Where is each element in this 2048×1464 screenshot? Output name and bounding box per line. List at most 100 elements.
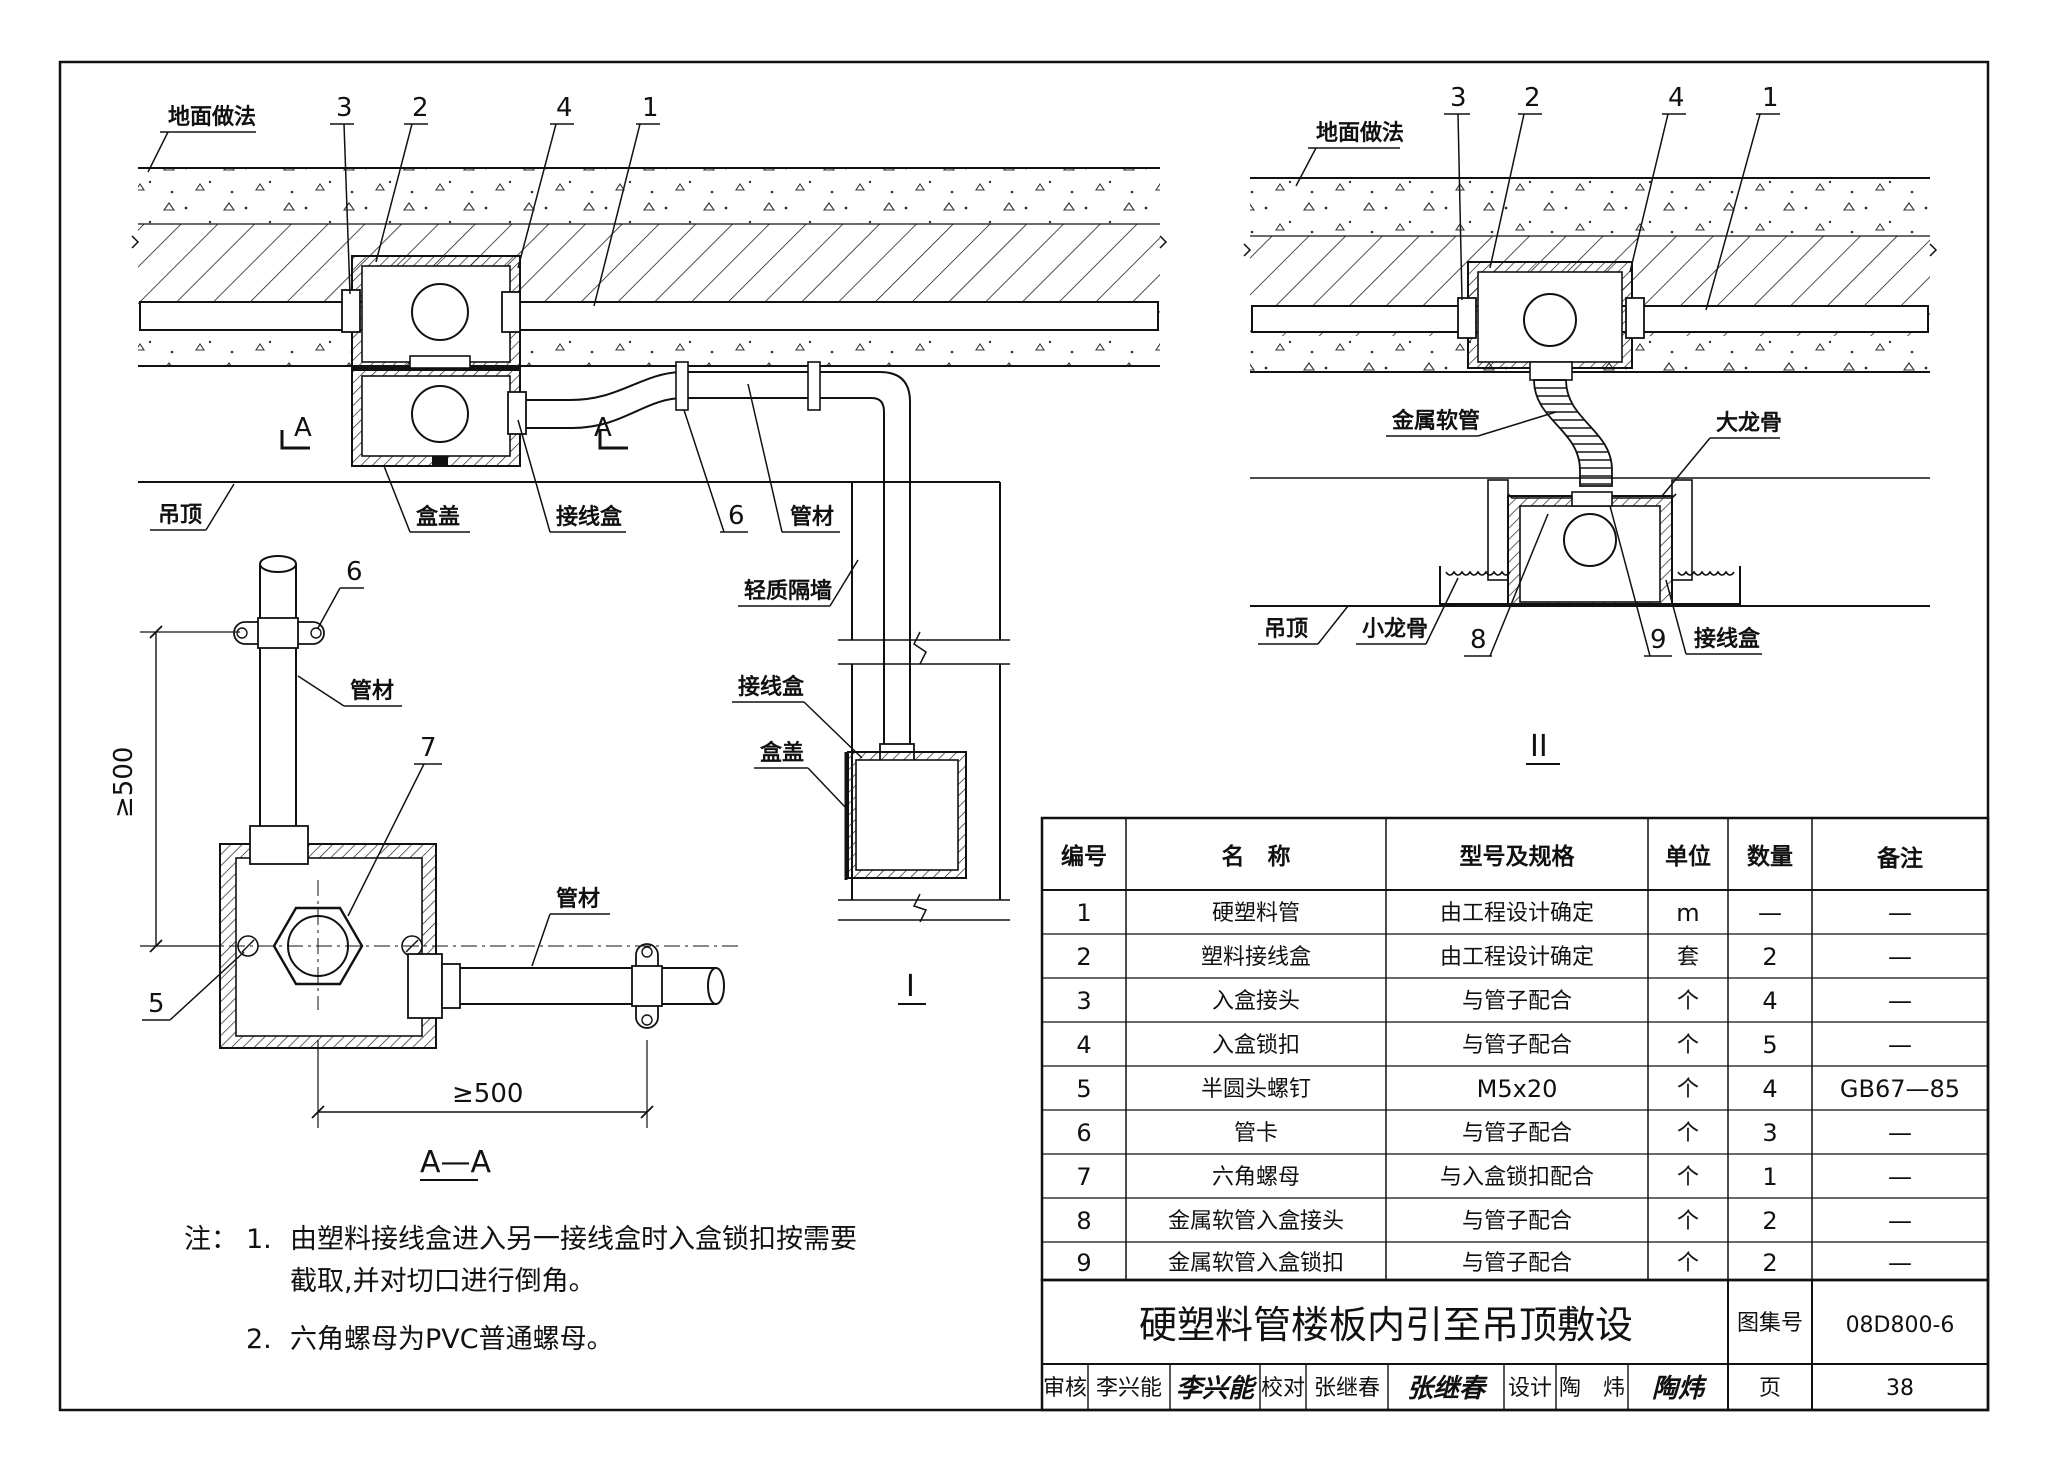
note-1-line-2: 截取,并对切口进行倒角。 [290, 1266, 596, 1297]
table-cell: 入盒接头 [1212, 989, 1300, 1014]
table-cell: 7 [1076, 1163, 1091, 1191]
table-cell: 金属软管入盒锁扣 [1168, 1251, 1344, 1276]
dim-horizontal: ≥500 [452, 1079, 523, 1109]
clip-number-AA: 6 [346, 557, 363, 587]
table-cell: 5 [1076, 1075, 1091, 1103]
table-cell: 4 [1076, 1031, 1091, 1059]
clip-number-I: 6 [728, 501, 745, 531]
main-keel-label: 大龙骨 [1716, 411, 1782, 436]
table-cell: — [1888, 1207, 1912, 1235]
section-mark-right: A [594, 413, 612, 443]
table-cell: — [1888, 987, 1912, 1015]
wall-label: 轻质隔墙 [744, 578, 832, 604]
callout-4-I: 4 [556, 93, 573, 123]
ceiling-label-I: 吊顶 [158, 503, 202, 528]
table-cell: 与管子配合 [1462, 1251, 1572, 1276]
review-label: 审核 [1043, 1376, 1087, 1401]
table-cell: 个 [1677, 1209, 1699, 1234]
callout-2-II: 2 [1524, 83, 1541, 113]
table-header-no: 编号 [1061, 843, 1107, 870]
table-header-unit: 单位 [1665, 843, 1711, 870]
table-cell: 个 [1677, 1165, 1699, 1190]
table-cell: m [1676, 899, 1699, 927]
table-cell: 由工程设计确定 [1440, 945, 1594, 970]
view-II-drawing [1243, 177, 1938, 607]
table-cell: 5 [1762, 1031, 1777, 1059]
notes: 注： 1. 由塑料接线盒进入另一接线盒时入盒锁扣按需要 截取,并对切口进行倒角。… [184, 1224, 857, 1355]
note-1-line-1: 由塑料接线盒进入另一接线盒时入盒锁扣按需要 [290, 1224, 857, 1255]
design-signature: 陶炜 [1652, 1374, 1708, 1404]
check-label: 校对 [1261, 1376, 1305, 1401]
table-cell: 个 [1677, 1121, 1699, 1146]
table-cell: 9 [1076, 1249, 1091, 1277]
table-header-spec: 型号及规格 [1460, 843, 1576, 870]
junction-box-label-I: 接线盒 [556, 504, 623, 530]
callout-3-II: 3 [1450, 83, 1467, 113]
notes-prefix: 注： [184, 1224, 238, 1255]
nut-number-AA: 7 [420, 733, 437, 763]
pipe-label-AA-right: 管材 [556, 886, 600, 912]
callout-3-I: 3 [336, 93, 353, 123]
table-cell: 2 [1762, 1207, 1777, 1235]
table-cell: 六角螺母 [1212, 1165, 1300, 1190]
page-label: 页 [1759, 1376, 1781, 1401]
table-cell: — [1888, 943, 1912, 971]
sheet-border [58, 60, 1990, 1412]
title-block: 硬塑料管楼板内引至吊顶敷设 图集号 08D800-6 审核 李兴能 李兴能 校对… [1040, 1278, 1990, 1412]
table-cell: 4 [1762, 1075, 1777, 1103]
table-cell: 与管子配合 [1462, 989, 1572, 1014]
callout-2-I: 2 [412, 93, 429, 123]
table-cell: 8 [1076, 1207, 1091, 1235]
pipe-label-AA-top: 管材 [350, 678, 394, 704]
table-cell: 与管子配合 [1462, 1033, 1572, 1058]
view-II-title: II [1530, 729, 1548, 764]
table-cell: 塑料接线盒 [1201, 945, 1311, 970]
table-cell: 个 [1677, 1251, 1699, 1276]
table-cell: 个 [1677, 1033, 1699, 1058]
review-name: 李兴能 [1096, 1376, 1162, 1401]
junction-box-label-II: 接线盒 [1694, 626, 1761, 652]
atlas-number: 08D800-6 [1846, 1313, 1955, 1338]
section-mark-left: A [294, 413, 312, 443]
table-cell: 3 [1762, 1119, 1777, 1147]
table-cell: 4 [1762, 987, 1777, 1015]
wall-box-label: 接线盒 [738, 674, 805, 700]
pipe-label-I: 管材 [790, 504, 834, 530]
table-cell: 入盒锁扣 [1212, 1033, 1300, 1058]
ceiling-label-II: 吊顶 [1264, 617, 1308, 642]
note-2-num: 2. [246, 1324, 272, 1355]
table-cell: GB67—85 [1840, 1075, 1960, 1103]
table-cell: 个 [1677, 989, 1699, 1014]
table-cell: 与管子配合 [1462, 1121, 1572, 1146]
table-cell: 2 [1762, 943, 1777, 971]
wall-cover-label: 盒盖 [759, 740, 804, 766]
callout-8-II: 8 [1470, 625, 1487, 655]
check-name: 张继春 [1314, 1376, 1380, 1401]
view-AA-drawing [140, 555, 740, 1128]
callout-1-II: 1 [1762, 83, 1779, 113]
table-cell: — [1888, 1249, 1912, 1277]
table-cell: 金属软管入盒接头 [1168, 1209, 1344, 1234]
screw-number-AA: 5 [148, 989, 165, 1019]
view-II-labels: 地面做法 3 2 4 1 金属软管 大龙骨 吊顶 小龙骨 8 9 接线 [1258, 83, 1782, 765]
table-cell: 个 [1677, 1077, 1699, 1102]
view-AA-title: A—A [420, 1145, 492, 1180]
table-cell: — [1888, 1119, 1912, 1147]
drawing-title: 硬塑料管楼板内引至吊顶敷设 [1139, 1303, 1633, 1347]
floor-label-II: 地面做法 [1316, 120, 1404, 146]
box-cover-label-I: 盒盖 [415, 504, 460, 530]
callout-4-II: 4 [1668, 83, 1685, 113]
flex-pipe-label: 金属软管 [1391, 408, 1480, 434]
table-header-name: 名 称 [1222, 843, 1291, 870]
table-cell: — [1888, 1031, 1912, 1059]
table-cell: 由工程设计确定 [1440, 901, 1594, 926]
view-I-drawing [131, 167, 1168, 923]
page-number: 38 [1886, 1376, 1914, 1401]
table-cell: 6 [1076, 1119, 1091, 1147]
table-cell: 与管子配合 [1462, 1209, 1572, 1234]
view-AA-labels: 6 管材 7 管材 5 ≥500 ≥500 A—A [109, 557, 610, 1181]
review-signature: 李兴能 [1176, 1374, 1257, 1404]
table-cell: 3 [1076, 987, 1091, 1015]
table-cell: 管卡 [1234, 1121, 1278, 1146]
callout-1-I: 1 [642, 93, 659, 123]
